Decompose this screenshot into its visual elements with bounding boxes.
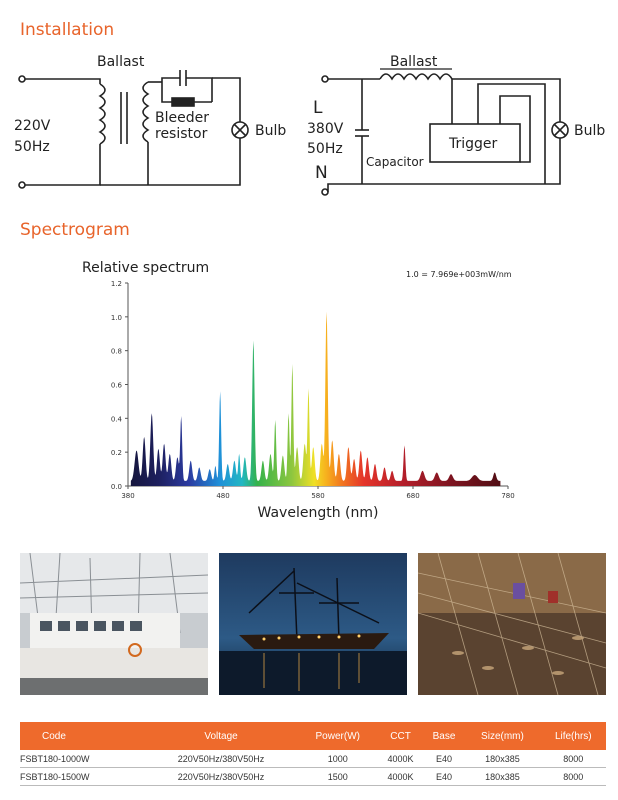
right-frequency-label: 50Hz bbox=[307, 141, 343, 157]
cell-code: FSBT180-1500W bbox=[20, 767, 144, 786]
x-tick-label: 480 bbox=[216, 492, 229, 500]
cell-code: FSBT180-1000W bbox=[20, 750, 144, 768]
x-axis-label: Wavelength (nm) bbox=[258, 505, 379, 521]
cell-cct: 4000K bbox=[377, 767, 424, 786]
table-row: FSBT180-1500W 220V50Hz/380V50Hz 1500 400… bbox=[20, 767, 606, 786]
left-ballast-label: Ballast bbox=[97, 54, 145, 70]
right-ballast-label: Ballast bbox=[390, 54, 438, 70]
y-tick-label: 1.0 bbox=[111, 314, 122, 322]
chart-ticks: 0.0 0.2 0.4 0.6 0.8 1.0 1.2 380 480 580 680 780 bbox=[111, 280, 515, 500]
installation-diagram: Ballast 220V 50Hz Bleeder resistor Bulb … bbox=[14, 54, 605, 196]
y-tick-label: 0.8 bbox=[111, 348, 122, 356]
cell-base: E40 bbox=[423, 767, 465, 786]
header-life: Life(hrs) bbox=[540, 722, 606, 750]
y-tick-label: 0.2 bbox=[111, 449, 122, 457]
trigger-label: Trigger bbox=[448, 136, 498, 152]
cell-voltage: 220V50Hz/380V50Hz bbox=[143, 767, 299, 786]
cell-power: 1000 bbox=[298, 750, 378, 768]
header-size: Size(mm) bbox=[464, 722, 541, 750]
chart-annotation: 1.0 = 7.969e+003mW/nm bbox=[406, 270, 512, 279]
table-row: FSBT180-1000W 220V50Hz/380V50Hz 1000 400… bbox=[20, 750, 606, 768]
left-bulb-label: Bulb bbox=[255, 123, 286, 139]
right-voltage-label: 380V bbox=[307, 121, 344, 137]
installation-title: Installation bbox=[20, 20, 115, 40]
neutral-label: N bbox=[315, 163, 328, 183]
y-tick-label: 0.0 bbox=[111, 483, 122, 491]
resistor-label: resistor bbox=[155, 126, 208, 142]
x-tick-label: 580 bbox=[311, 492, 324, 500]
chart-axes bbox=[127, 283, 508, 487]
line-label: L bbox=[313, 98, 323, 118]
spec-table: Code Voltage Power(W) CCT Base Size(mm) … bbox=[20, 722, 606, 786]
cell-size: 180x385 bbox=[464, 767, 541, 786]
cell-life: 8000 bbox=[540, 750, 606, 768]
header-base: Base bbox=[423, 722, 465, 750]
axis-lines bbox=[127, 283, 508, 487]
chart-title: Relative spectrum bbox=[82, 260, 209, 276]
y-tick-label: 0.4 bbox=[111, 415, 123, 423]
x-tick-label: 680 bbox=[406, 492, 419, 500]
left-voltage-label: 220V bbox=[14, 118, 51, 134]
x-tick-label: 780 bbox=[501, 492, 514, 500]
photo-sailing-ship bbox=[219, 553, 407, 695]
spectrum-chart: Relative spectrum 1.0 = 7.969e+003mW/nm … bbox=[60, 250, 540, 530]
cell-size: 180x385 bbox=[464, 750, 541, 768]
right-bulb-label: Bulb bbox=[574, 123, 605, 139]
header-power: Power(W) bbox=[298, 722, 378, 750]
photo-fishing-boat bbox=[20, 553, 208, 695]
header-voltage: Voltage bbox=[143, 722, 299, 750]
left-frequency-label: 50Hz bbox=[14, 139, 50, 155]
y-tick-label: 0.6 bbox=[111, 382, 123, 390]
photo-fishing-net bbox=[418, 553, 606, 695]
cell-voltage: 220V50Hz/380V50Hz bbox=[143, 750, 299, 768]
capacitor-label: Capacitor bbox=[366, 155, 424, 169]
spectrum-area bbox=[130, 311, 501, 486]
y-tick-label: 1.2 bbox=[111, 280, 122, 288]
cell-base: E40 bbox=[423, 750, 465, 768]
spectrum-svg: Relative spectrum 1.0 = 7.969e+003mW/nm … bbox=[82, 260, 515, 521]
cell-cct: 4000K bbox=[377, 750, 424, 768]
cell-power: 1500 bbox=[298, 767, 378, 786]
x-tick-label: 380 bbox=[121, 492, 134, 500]
spectrogram-title: Spectrogram bbox=[20, 220, 130, 240]
header-code: Code bbox=[20, 722, 144, 750]
table-header-row: Code Voltage Power(W) CCT Base Size(mm) … bbox=[20, 722, 606, 750]
cell-life: 8000 bbox=[540, 767, 606, 786]
header-cct: CCT bbox=[377, 722, 424, 750]
bleeder-label: Bleeder bbox=[155, 110, 209, 126]
